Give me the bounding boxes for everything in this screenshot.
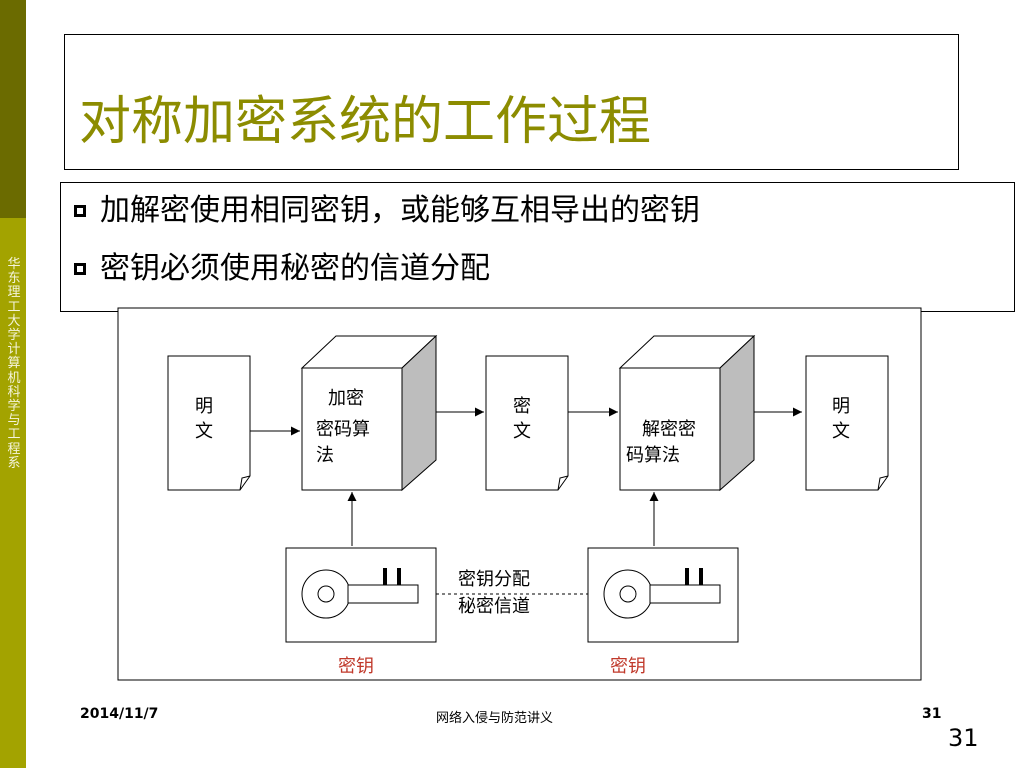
- encrypt-algo-line: 加密: [328, 388, 364, 409]
- sidebar-top-band: [0, 0, 26, 218]
- plaintext-document-left: 明 文: [167, 355, 251, 491]
- plaintext-document-right: 明 文: [805, 355, 889, 491]
- ciphertext-document: 密 文: [485, 355, 569, 491]
- bullet-text: 加解密使用相同密钥，或能够互相导出的密钥: [100, 193, 700, 228]
- encrypt-algorithm-cube: 加密 密码算 法: [300, 334, 438, 492]
- footer-course-name: 网络入侵与防范讲义: [436, 711, 554, 726]
- bullet-item: 加解密使用相同密钥，或能够互相导出的密钥: [74, 191, 700, 231]
- key-box-right: [587, 547, 739, 643]
- footer-page-number: 31: [922, 706, 942, 722]
- decrypt-algo-line: 码算法: [626, 445, 680, 466]
- encrypt-algo-line: 密码算: [316, 419, 370, 440]
- encrypt-algo-line: 法: [316, 445, 334, 466]
- plaintext-right-line: 明: [832, 396, 850, 417]
- channel-label-line: 密钥分配: [458, 569, 530, 590]
- slide-number: 31: [948, 724, 979, 752]
- ciphertext-line: 密: [513, 396, 531, 417]
- sidebar-department: 华东理工大学计算机科学与工程系: [7, 257, 21, 471]
- ciphertext-line: 文: [513, 421, 531, 442]
- square-bullet-icon: [74, 205, 86, 217]
- key-label-left: 密钥: [338, 656, 374, 677]
- square-bullet-icon: [74, 263, 86, 275]
- bullet-item: 密钥必须使用秘密的信道分配: [74, 249, 490, 289]
- bullet-placeholder: 加解密使用相同密钥，或能够互相导出的密钥 密钥必须使用秘密的信道分配: [60, 182, 1015, 312]
- plaintext-left-line: 文: [195, 421, 213, 442]
- footer-date: 2014/11/7: [80, 706, 159, 722]
- decrypt-algo-line: 解密密: [642, 419, 696, 440]
- sidebar-band: [0, 218, 26, 768]
- plaintext-left-line: 明: [195, 396, 213, 417]
- title-placeholder: 对称加密系统的工作过程: [64, 34, 959, 170]
- slide-title: 对称加密系统的工作过程: [79, 92, 652, 152]
- key-label-right: 密钥: [610, 656, 646, 677]
- bullet-text: 密钥必须使用秘密的信道分配: [100, 251, 490, 286]
- key-box-left: [285, 547, 437, 643]
- channel-label-line: 秘密信道: [458, 596, 530, 617]
- plaintext-right-line: 文: [832, 421, 850, 442]
- decrypt-algorithm-cube: 解密密 码算法: [618, 334, 756, 492]
